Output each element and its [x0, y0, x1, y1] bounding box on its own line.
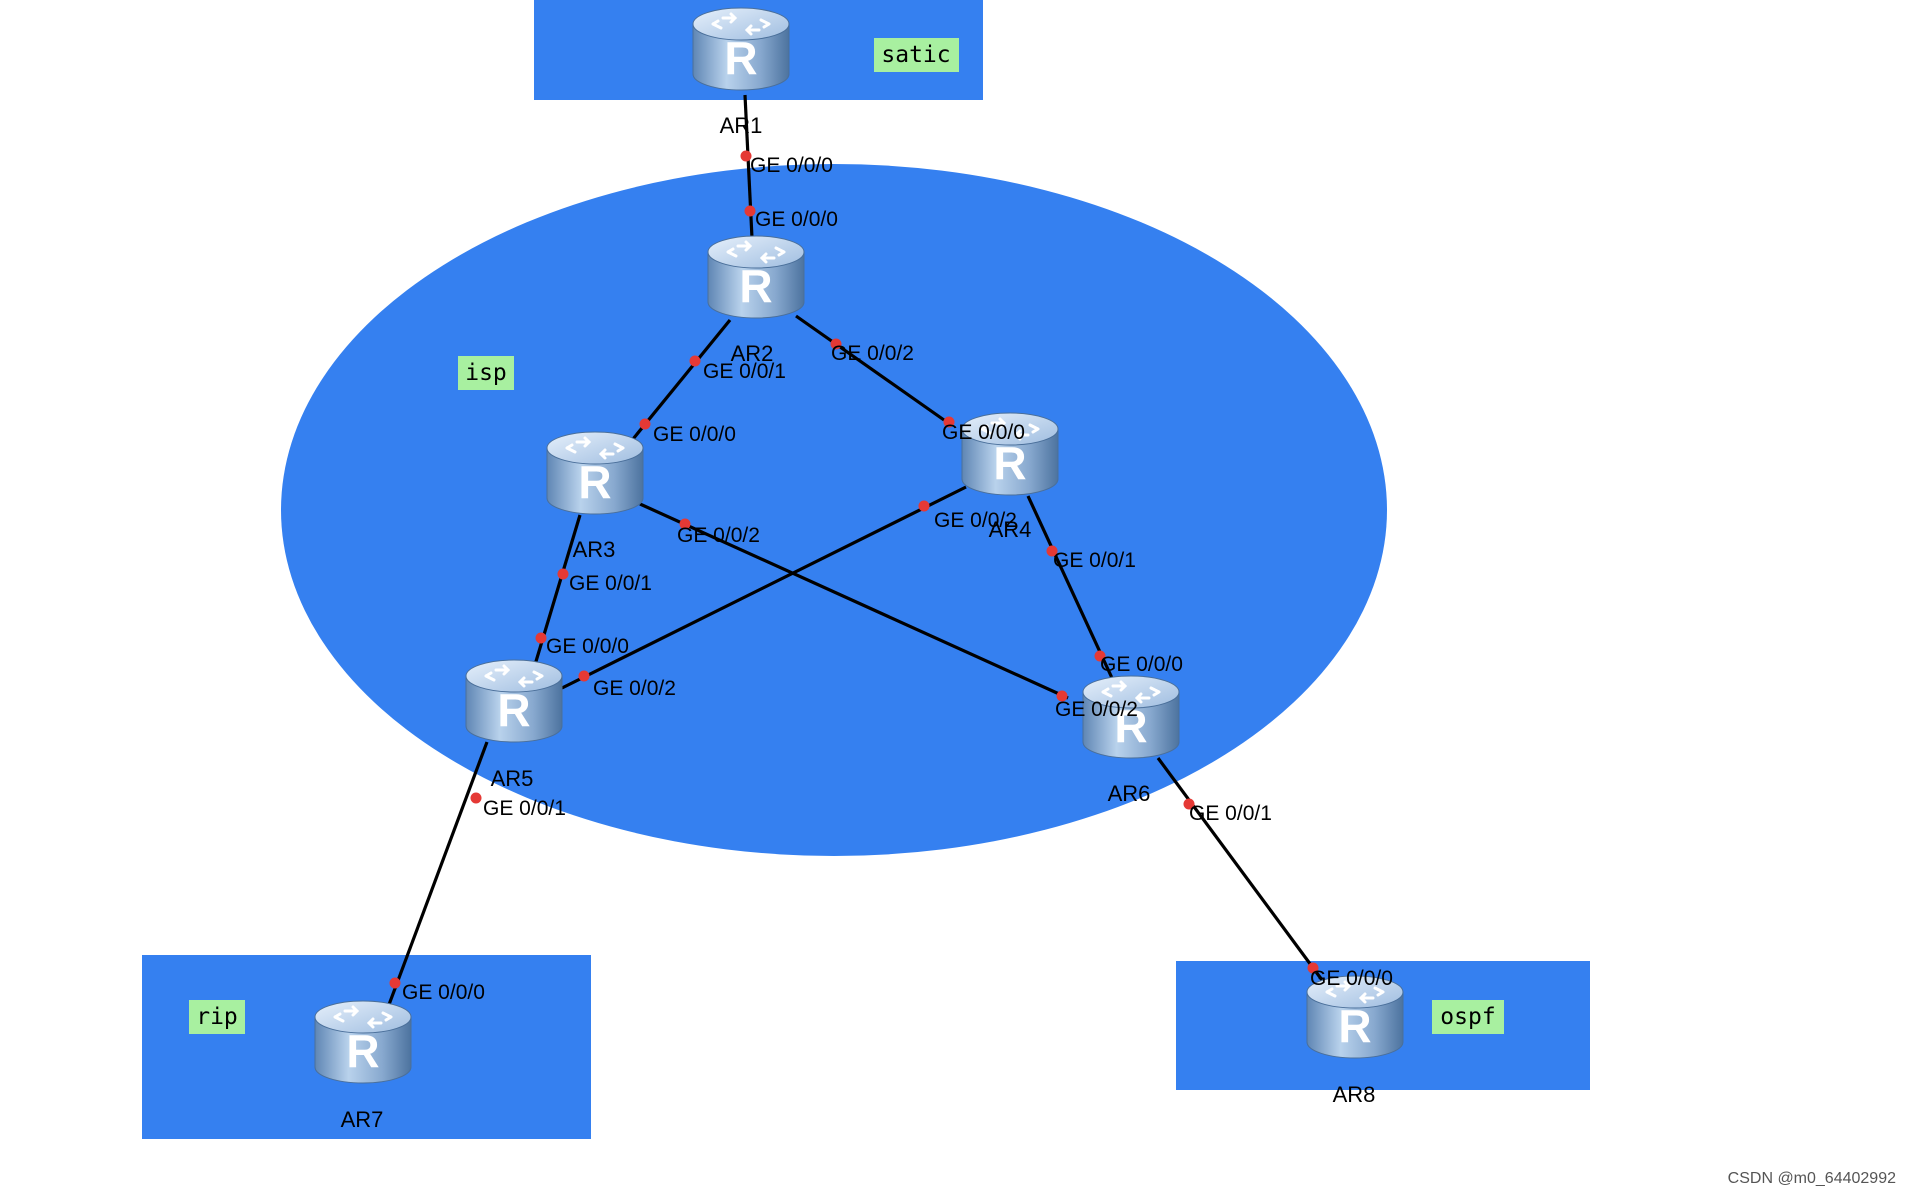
router-icon [313, 999, 413, 1085]
port-dot-ar4[interactable] [1046, 545, 1058, 557]
tag-isp-label: isp [465, 360, 507, 386]
port-dot-ar5[interactable] [470, 792, 482, 804]
port-label: GE 0/0/0 [750, 154, 833, 177]
router-label: AR3 [573, 537, 616, 562]
port-dot-ar6[interactable] [1183, 798, 1195, 810]
port-label: GE 0/0/1 [703, 360, 786, 383]
tag-rip: rip [189, 1000, 245, 1034]
link-ar4-ar6[interactable] [1026, 495, 1114, 679]
router-icon [706, 234, 806, 320]
router-icon [691, 6, 791, 92]
port-label: GE 0/0/2 [831, 342, 914, 365]
router-ar3[interactable]: AR3 [545, 430, 645, 562]
port-label: GE 0/0/2 [593, 677, 676, 700]
port-label: GE 0/0/1 [569, 572, 652, 595]
router-ar8[interactable]: AR8 [1305, 974, 1405, 1107]
watermark: CSDN @m0_64402992 [1727, 1170, 1896, 1187]
port-label: GE 0/0/1 [1053, 549, 1136, 572]
port-label: GE 0/0/0 [546, 635, 629, 658]
router-ar4[interactable]: AR4 [960, 411, 1060, 542]
router-icon [464, 658, 564, 744]
router-label: AR1 [720, 113, 763, 138]
port-dot-ar1[interactable] [740, 150, 752, 162]
port-dot-ar7[interactable] [389, 977, 401, 989]
router-ar5[interactable]: AR5 [464, 658, 564, 791]
router-label: AR5 [491, 766, 534, 791]
router-ar7[interactable]: AR7 [313, 999, 413, 1132]
link-ar3-ar6[interactable] [639, 502, 1069, 700]
tag-static: satic [874, 38, 959, 72]
port-label: GE 0/0/1 [483, 797, 566, 820]
port-dot-ar3[interactable] [557, 568, 569, 580]
tag-ospf-label: ospf [1440, 1004, 1495, 1030]
port-dot-ar8[interactable] [1307, 962, 1319, 974]
router-label: AR8 [1333, 1082, 1376, 1107]
link-ar6-ar8[interactable] [1156, 757, 1324, 981]
port-label: GE 0/0/0 [653, 423, 736, 446]
port-label: GE 0/0/0 [1310, 967, 1393, 990]
tag-rip-label: rip [196, 1004, 238, 1030]
port-label: GE 0/0/2 [677, 524, 760, 547]
tag-isp: isp [458, 356, 514, 390]
link-ar2-ar3[interactable] [618, 318, 732, 457]
port-dot-ar4[interactable] [943, 416, 955, 428]
port-label: GE 0/0/0 [755, 208, 838, 231]
link-ar2-ar4[interactable] [795, 314, 945, 422]
router-icon [545, 430, 645, 516]
port-dot-ar4[interactable] [918, 500, 930, 512]
port-dot-ar2[interactable] [744, 205, 756, 217]
router-label: AR2 [731, 341, 774, 366]
port-dot-ar5[interactable] [578, 670, 590, 682]
port-dot-ar2[interactable] [830, 338, 842, 350]
port-dot-ar2[interactable] [689, 355, 701, 367]
tag-static-label: satic [881, 42, 950, 68]
area-isp [281, 164, 1387, 856]
port-label: GE 0/0/2 [1055, 698, 1138, 721]
router-ar6[interactable]: AR6 [1081, 674, 1181, 806]
port-label: GE 0/0/0 [1100, 653, 1183, 676]
router-ar2[interactable]: AR2 [706, 234, 806, 366]
port-dot-ar5[interactable] [535, 632, 547, 644]
port-label: GE 0/0/0 [942, 421, 1025, 444]
port-dot-ar6[interactable] [1094, 650, 1106, 662]
router-ar1[interactable]: AR1 [691, 6, 791, 138]
port-dot-ar3[interactable] [679, 518, 691, 530]
port-label: GE 0/0/2 [934, 509, 1017, 532]
router-label: AR4 [989, 517, 1032, 542]
port-dot-ar6[interactable] [1056, 690, 1068, 702]
tag-ospf: ospf [1432, 1000, 1504, 1034]
port-label: GE 0/0/0 [402, 981, 485, 1004]
port-dot-ar3[interactable] [639, 418, 651, 430]
port-label: GE 0/0/1 [1189, 802, 1272, 825]
ports-layer: GE 0/0/0 GE 0/0/0 GE 0/0/1 GE 0/0/0 GE 0/0/2… [389, 150, 1393, 1004]
router-label: AR7 [341, 1107, 384, 1132]
link-ar5-ar7[interactable] [385, 741, 489, 1011]
router-label: AR6 [1108, 781, 1151, 806]
link-ar4-ar5[interactable] [561, 485, 967, 690]
